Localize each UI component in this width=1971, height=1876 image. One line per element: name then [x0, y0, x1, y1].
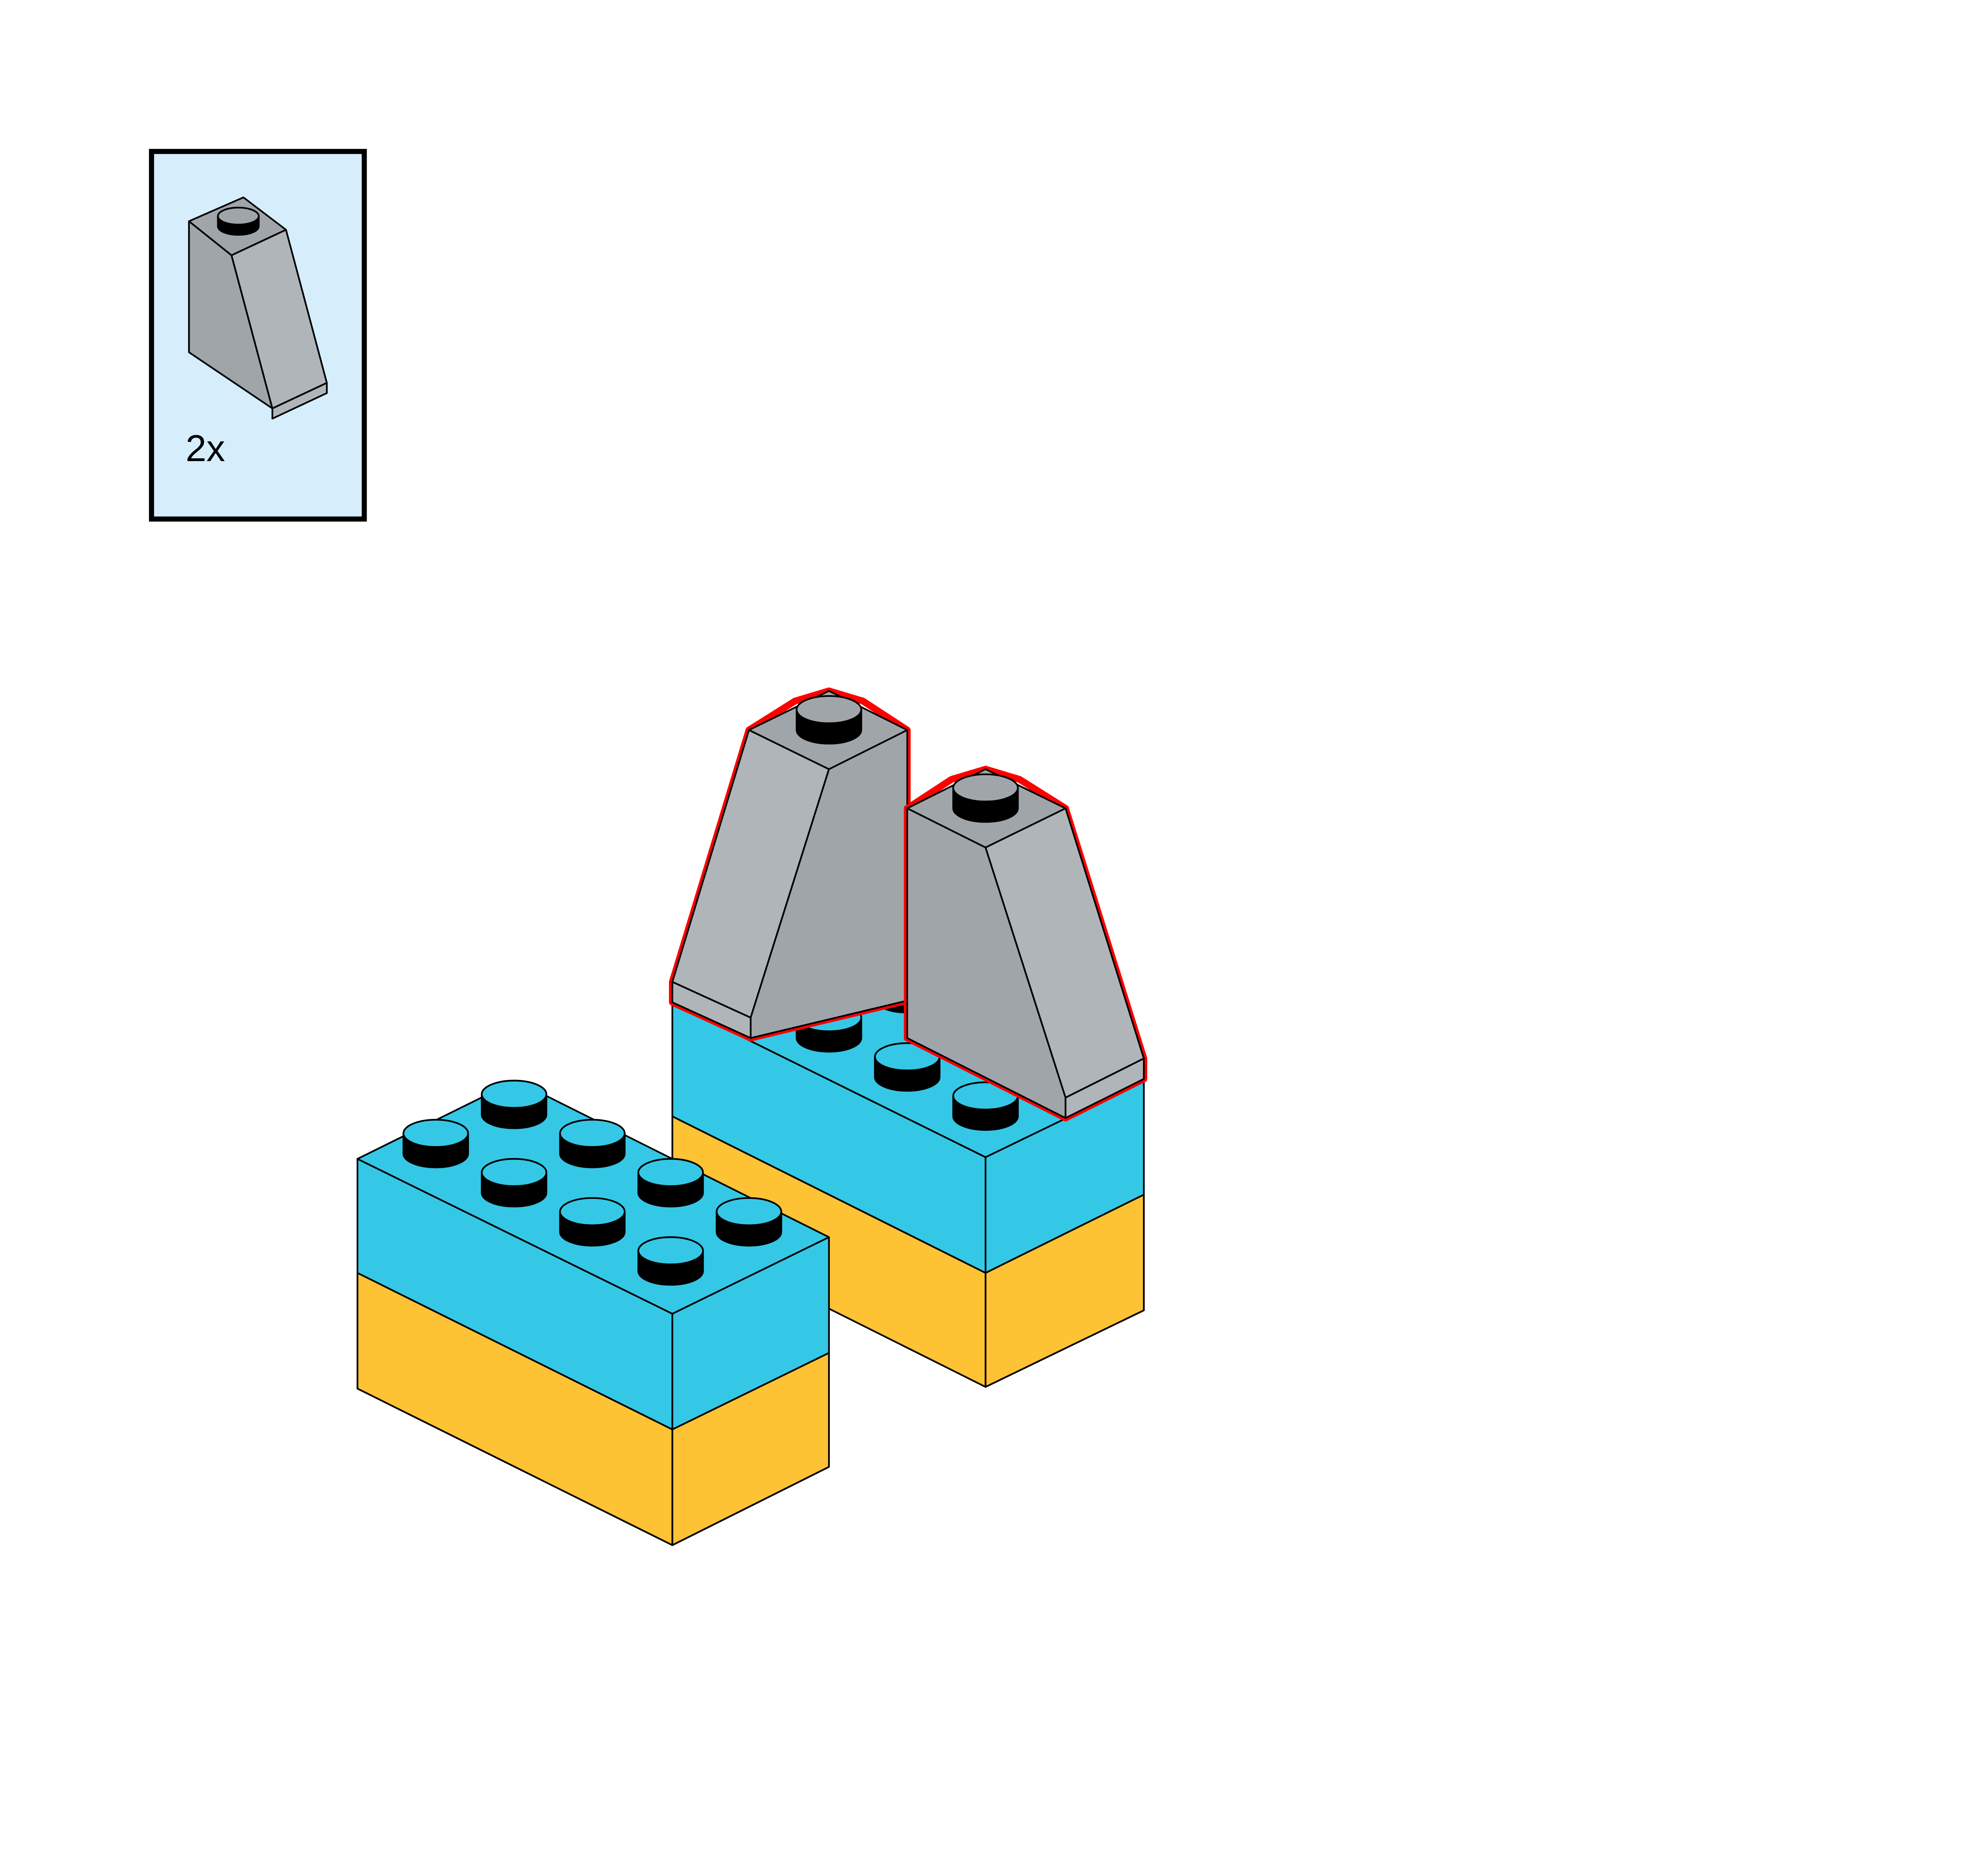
part-quantity: 2x — [186, 428, 225, 469]
parts-callout: 2x — [149, 149, 367, 522]
brick-stack-front — [356, 1079, 830, 1546]
slope-brick-new-1 — [669, 687, 911, 1042]
slope-brick-new-2 — [904, 766, 1148, 1122]
studs-front-brick — [402, 1079, 782, 1286]
slope-brick-1x2-icon — [188, 196, 328, 420]
